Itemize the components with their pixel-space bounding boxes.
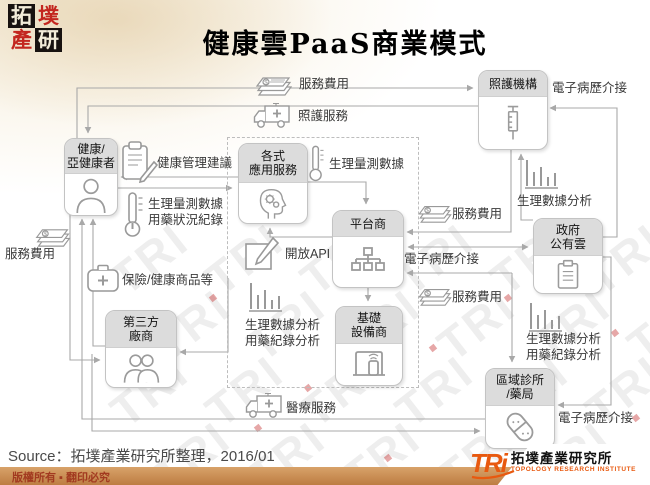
seal-char-1: 拓 [8, 4, 35, 28]
edge-label-bio-data: 生理量測數據 用藥狀況紀錄 [148, 196, 223, 228]
edge-label-care-service: 照護服務 [298, 109, 349, 123]
node-third-party: 第三方 廠商 [105, 310, 177, 388]
copyright-text: 版權所有 ▪ 翻印必究 [12, 472, 111, 484]
edge-label-bio-line2: 用藥狀況紀錄 [148, 213, 224, 227]
paper-pencil-icon [242, 236, 280, 272]
org-chart-icon [351, 247, 385, 271]
node-consumer-label-1: 健康/ [77, 142, 105, 156]
edge-label-analysis-c2: 用藥紀錄分析 [245, 334, 321, 348]
edge-label-insurance: 保險/健康商品等 [122, 273, 213, 287]
edge-label-analysis-c1: 生理數據分析 [245, 318, 321, 332]
bar-chart-icon-r1 [522, 158, 566, 192]
node-app-services: 各式 應用服務 [238, 143, 308, 224]
ambulance-icon [252, 102, 294, 130]
edge-label-analysis-r1: 生理數據分析 [517, 194, 593, 208]
edge-label-analysis-center: 生理數據分析 用藥紀錄分析 [245, 317, 320, 349]
tri-logo: TRi 拓墣產業研究所 TOPOLOGY RESEARCH INSTITUTE [470, 448, 637, 480]
edge-label-medical: 醫療服務 [286, 401, 337, 415]
tri-wordmark-text: TRi [470, 448, 508, 478]
node-gov-label-1: 政府 [555, 223, 580, 237]
cloud-platform-dashed-group [227, 137, 419, 388]
money-icon-left: $ [34, 224, 72, 249]
thermometer-icon [122, 190, 144, 238]
tri-english-name: TOPOLOGY RESEARCH INSTITUTE [510, 466, 637, 473]
ambulance-icon-bottom [244, 392, 286, 420]
tri-swoosh [471, 470, 515, 480]
capsule-icon [506, 412, 534, 442]
node-consumer-label-2: 亞健康者 [66, 156, 115, 170]
node-app-label-1: 各式 [260, 149, 285, 163]
edge-label-analysis-r2a: 生理數據分析 [526, 332, 602, 346]
edge-label-analysis-r2: 生理數據分析 用藥紀錄分析 [526, 331, 601, 363]
edge-label-fee-r1: 服務費用 [452, 207, 503, 221]
node-app-label-2: 應用服務 [248, 163, 297, 177]
person-icon [76, 178, 106, 213]
edge-label-emr-bottom: 電子病歷介接 [558, 411, 634, 425]
svg-text:$: $ [426, 291, 430, 297]
source-line: Source：拓墣產業研究所整理，2016/01 [8, 448, 275, 465]
node-care-label: 照護機構 [488, 76, 537, 91]
seal-char-2: 墣 [38, 3, 59, 28]
node-third-label-1: 第三方 [122, 315, 159, 329]
svg-text:$: $ [44, 231, 48, 238]
edge-label-emr-mid: 電子病歷介接 [404, 252, 480, 266]
clipboard-pencil-icon [118, 140, 158, 186]
node-platform: 平台商 [332, 210, 404, 288]
edge-label-bio2: 生理量測數據 [329, 157, 405, 171]
node-infrastructure: 基礎 設備商 [335, 306, 403, 386]
money-icon-r2: $ [417, 284, 453, 308]
bar-chart-icon-r2 [526, 301, 570, 335]
node-clinic-label-1: 區域診所 [495, 373, 544, 387]
node-platform-label: 平台商 [349, 216, 386, 231]
svg-text:$: $ [264, 79, 268, 86]
clipboard-icon [557, 259, 579, 289]
money-icon: $ [254, 72, 294, 98]
topology-seal-logo: 拓 墣 產 研 [8, 4, 62, 52]
seal-char-3: 產 [11, 27, 32, 52]
node-infra-label-1: 基礎 [356, 311, 381, 325]
thermometer-icon-small [306, 144, 326, 182]
edge-label-emr-top: 電子病歷介接 [552, 81, 628, 95]
head-gears-icon [259, 188, 287, 219]
edge-label-fee-top: 服務費用 [299, 77, 350, 91]
node-gov-label-2: 公有雲 [549, 237, 586, 251]
edge-label-open-api: 開放API [285, 247, 331, 261]
seal-char-4: 研 [35, 28, 62, 52]
bar-chart-icon-center [246, 281, 290, 315]
edge-label-fee-r2: 服務費用 [452, 290, 503, 304]
page-title: 健康雲PaaS商業模式 [202, 29, 488, 60]
tri-chinese-name: 拓墣產業研究所 [510, 451, 613, 467]
edge-label-bio-line1: 生理量測數據 [148, 197, 224, 211]
syringe-icon [507, 105, 519, 140]
node-gov-cloud: 政府 公有雲 [533, 218, 603, 294]
node-clinic-pharmacy: 區域診所 /藥局 [485, 368, 555, 449]
node-care-institution: 照護機構 [478, 70, 548, 150]
node-third-label-2: 廠商 [128, 329, 153, 343]
edge-label-advice: 健康管理建議 [157, 156, 233, 170]
footer-bar [0, 467, 650, 485]
tri-wordmark: TRi [470, 448, 515, 480]
edge-label-analysis-r2b: 用藥紀錄分析 [526, 348, 602, 362]
people-icon [123, 353, 160, 383]
node-consumer: 健康/ 亞健康者 [64, 138, 118, 216]
first-aid-icon [84, 260, 122, 296]
device-icon [353, 350, 385, 376]
edge-label-fee-left: 服務費用 [5, 247, 56, 261]
svg-text:$: $ [426, 208, 430, 214]
node-infra-label-2: 設備商 [350, 325, 387, 339]
node-clinic-label-2: /藥局 [506, 387, 534, 401]
money-icon-r1: $ [417, 201, 453, 225]
